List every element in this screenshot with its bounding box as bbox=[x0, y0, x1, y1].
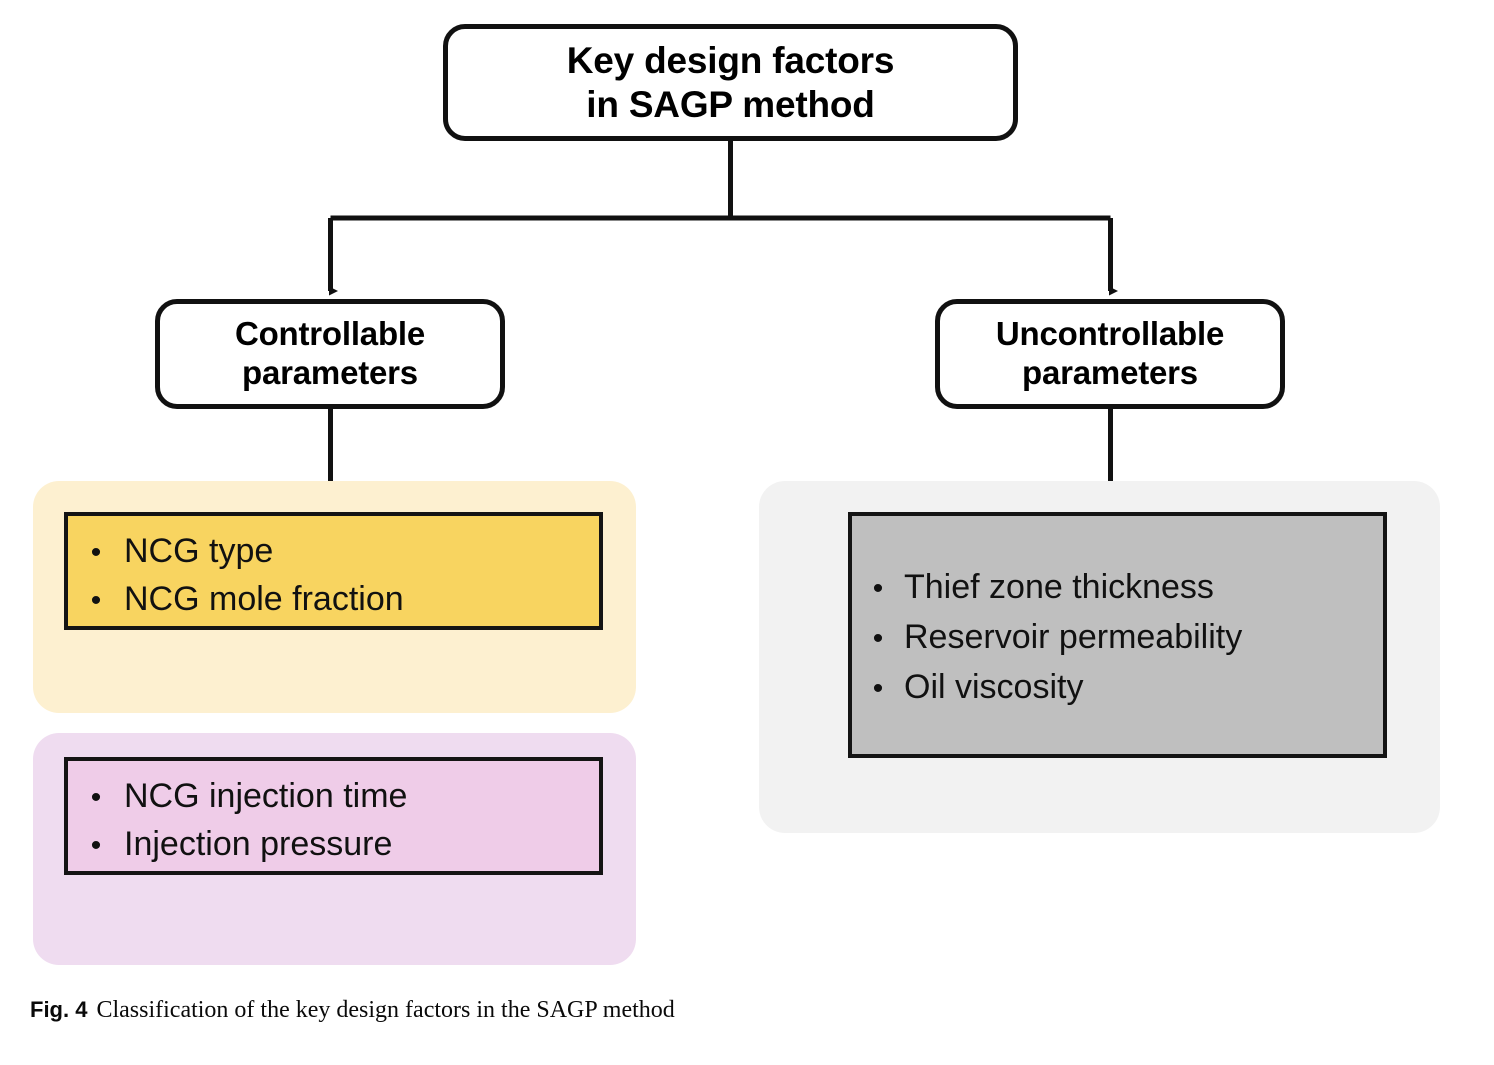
bullet-icon: • bbox=[90, 536, 102, 569]
node-controllable-text: Controllable parameters bbox=[235, 315, 425, 393]
list-item-label: NCG injection time bbox=[124, 777, 408, 815]
reservoir-parameters-box: • Thief zone thickness • Reservoir perme… bbox=[848, 512, 1387, 758]
node-controllable-parameters[interactable]: Controllable parameters bbox=[155, 299, 505, 409]
node-uncontrollable-parameters[interactable]: Uncontrollable parameters bbox=[935, 299, 1285, 409]
node-uncontrollable-line1: Uncontrollable bbox=[995, 315, 1225, 353]
list-item: • NCG injection time bbox=[68, 777, 599, 825]
list-item: • NCG type bbox=[68, 532, 599, 580]
operational-parameters-box: • NCG injection time • Injection pressur… bbox=[64, 757, 603, 875]
fluid-parameters-list: • NCG type • NCG mole fraction bbox=[68, 532, 599, 628]
list-item: • Reservoir permeability bbox=[852, 618, 1383, 668]
list-item-label: NCG mole fraction bbox=[124, 580, 404, 618]
bullet-icon: • bbox=[90, 829, 102, 862]
list-item-label: NCG type bbox=[124, 532, 274, 570]
bullet-icon: • bbox=[90, 584, 102, 617]
figure-caption: Fig. 4 Classification of the key design f… bbox=[30, 997, 675, 1024]
list-item: • Injection pressure bbox=[68, 825, 599, 873]
node-controllable-line1: Controllable bbox=[234, 315, 426, 353]
list-item-label: Injection pressure bbox=[124, 825, 393, 863]
node-root-line1: Key design factors bbox=[566, 39, 895, 81]
node-key-design-factors[interactable]: Key design factors in SAGP method bbox=[443, 24, 1018, 141]
node-root-text: Key design factors in SAGP method bbox=[566, 39, 895, 126]
bullet-icon: • bbox=[872, 672, 884, 705]
list-item: • NCG mole fraction bbox=[68, 580, 599, 628]
fluid-parameters-box: • NCG type • NCG mole fraction bbox=[64, 512, 603, 630]
node-uncontrollable-line2: parameters bbox=[1022, 354, 1198, 391]
list-item-label: Reservoir permeability bbox=[904, 618, 1243, 656]
bullet-icon: • bbox=[872, 572, 884, 605]
list-item: • Thief zone thickness bbox=[852, 568, 1383, 618]
list-item: • Oil viscosity bbox=[852, 668, 1383, 718]
node-root-line2: in SAGP method bbox=[586, 83, 875, 125]
figure-label: Fig. 4 bbox=[30, 997, 88, 1022]
list-item-label: Oil viscosity bbox=[904, 668, 1084, 706]
node-controllable-line2: parameters bbox=[242, 354, 418, 391]
node-uncontrollable-text: Uncontrollable parameters bbox=[996, 315, 1224, 393]
reservoir-parameters-list: • Thief zone thickness • Reservoir perme… bbox=[852, 568, 1383, 718]
figure-caption-text: Classification of the key design factors… bbox=[96, 997, 675, 1023]
list-item-label: Thief zone thickness bbox=[904, 568, 1214, 606]
bullet-icon: • bbox=[872, 622, 884, 655]
bullet-icon: • bbox=[90, 781, 102, 814]
operational-parameters-list: • NCG injection time • Injection pressur… bbox=[68, 777, 599, 873]
